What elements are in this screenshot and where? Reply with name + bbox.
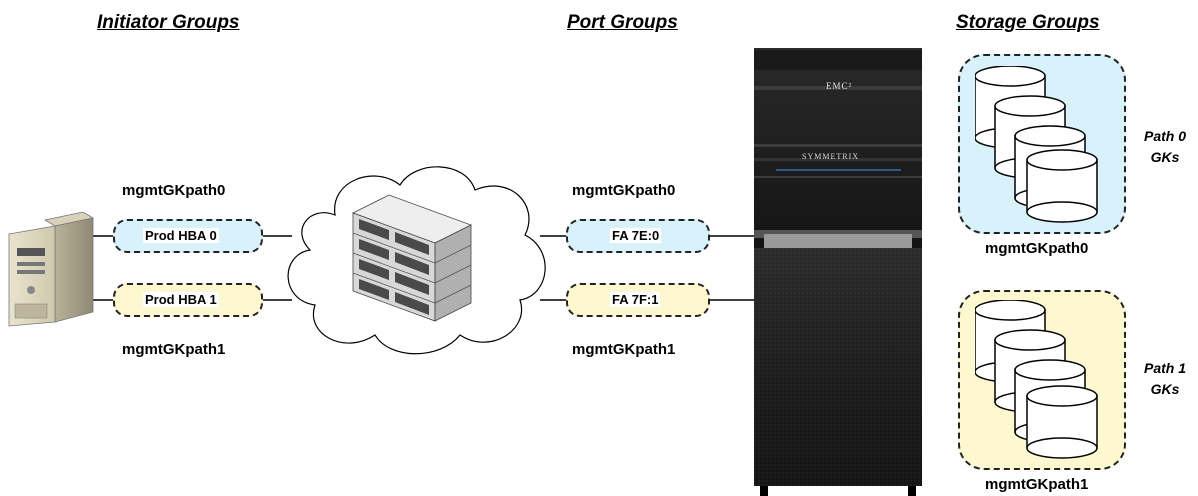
hba1-label: Prod HBA 1 [143,292,219,307]
port-groups-heading: Port Groups [567,12,678,33]
gatekeeper-disks-path1-icon [975,300,1098,459]
port-group-path1-name: mgmtGKpath1 [572,341,676,358]
path1-gks-label: Path 1 GKs [1136,358,1194,400]
san-cloud [287,166,546,355]
path1-label-line2: GKs [1150,381,1180,397]
initiator-group-path1-name: mgmtGKpath1 [122,341,226,358]
server-icon [8,212,95,327]
storage-group-path1-name: mgmtGKpath1 [985,476,1089,493]
fc-switch-icon [351,194,473,322]
port-group-path0-name: mgmtGKpath0 [572,182,676,199]
gatekeeper-disks-path0-icon [975,66,1098,223]
storage-groups-heading: Storage Groups [956,12,1100,33]
array-brand-label: EMC² [826,81,853,91]
initiator-groups-heading: Initiator Groups [97,12,240,33]
storage-group-path0-name: mgmtGKpath0 [985,240,1089,257]
path0-gks-label: Path 0 GKs [1136,126,1194,168]
fa7f1-label: FA 7F:1 [610,292,661,307]
storage-array-icon [754,48,922,496]
array-model-label: SYMMETRIX [802,152,860,161]
initiator-group-path0-name: mgmtGKpath0 [122,182,226,199]
path0-label-line1: Path 0 [1143,128,1186,144]
path1-label-line1: Path 1 [1143,360,1186,376]
hba0-label: Prod HBA 0 [143,228,219,243]
fa7e0-label: FA 7E:0 [610,228,662,243]
path0-label-line2: GKs [1150,149,1180,165]
